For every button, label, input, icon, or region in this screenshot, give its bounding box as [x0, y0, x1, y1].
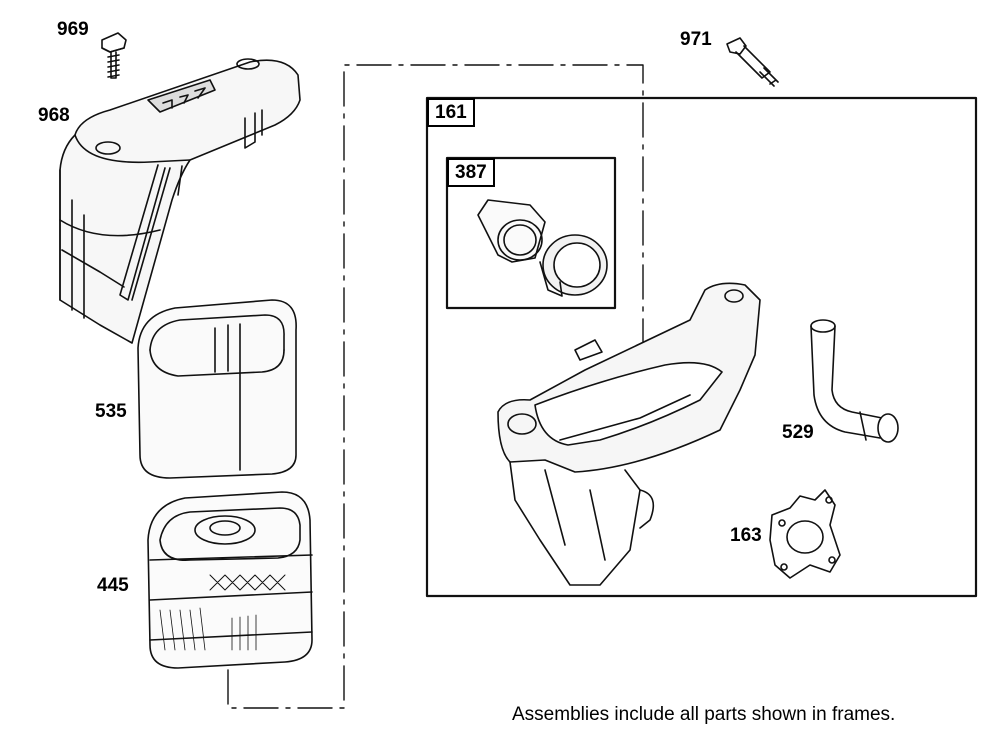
- label-445: 445: [97, 575, 129, 596]
- bolt-971-drawing: [726, 37, 779, 87]
- base-161-drawing: [497, 282, 761, 586]
- precleaner-535-drawing: [137, 299, 297, 479]
- cover-968-drawing: [59, 58, 301, 344]
- frame-label-161: 161: [427, 98, 475, 127]
- label-969: 969: [57, 19, 89, 40]
- assembly-frame-387: [445, 156, 617, 310]
- label-535: 535: [95, 401, 127, 422]
- assembly-leader-line: [227, 64, 644, 709]
- filter-445-drawing: [147, 491, 313, 669]
- gasket-163-drawing: [769, 489, 841, 579]
- tube-529-drawing: [810, 319, 899, 443]
- assembly-frame-161: [425, 96, 978, 598]
- frame-label-387: 387: [447, 158, 495, 187]
- label-529: 529: [782, 422, 814, 443]
- elbow-387-drawing: [477, 199, 608, 297]
- label-971: 971: [680, 29, 712, 50]
- label-163: 163: [730, 525, 762, 546]
- assembly-footnote: Assemblies include all parts shown in fr…: [512, 704, 896, 725]
- label-968: 968: [38, 105, 70, 126]
- screw-969-drawing: [101, 32, 127, 79]
